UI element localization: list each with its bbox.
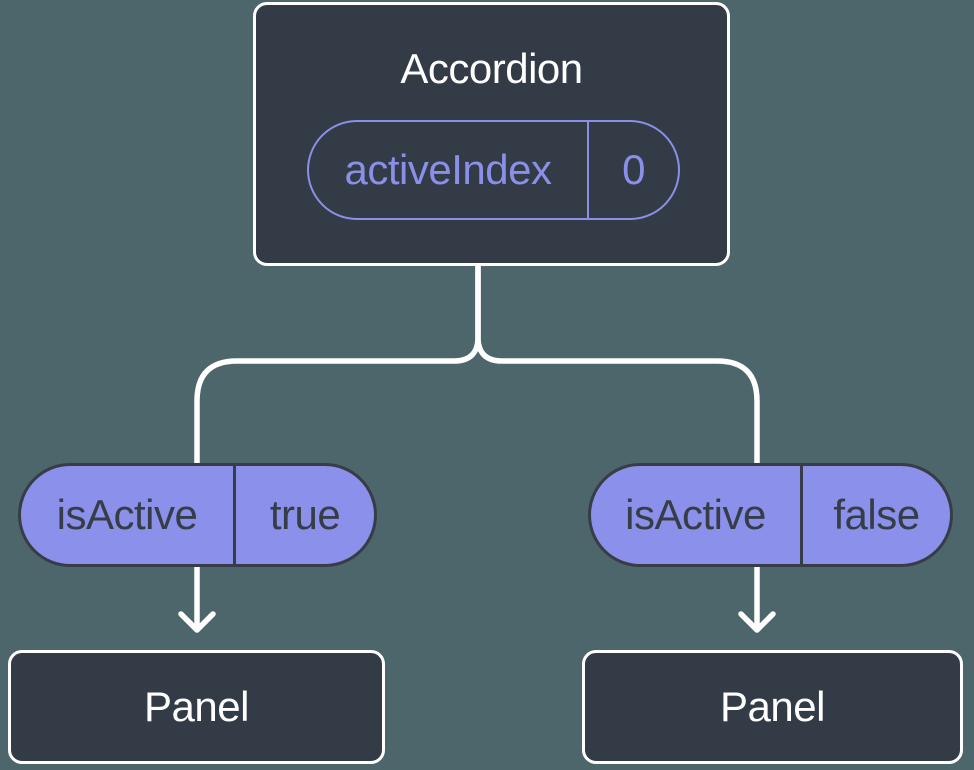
state-name: activeIndex: [309, 122, 589, 218]
branch-right-line: [475, 257, 760, 630]
prop-value: false: [833, 491, 920, 538]
accordion-node: Accordion activeIndex 0: [253, 2, 730, 266]
panel-node-right: Panel: [582, 650, 963, 764]
state-pill: activeIndex 0: [307, 120, 680, 220]
prop-pill-right: isActive false: [588, 463, 953, 567]
panel-node-title: Panel: [144, 683, 249, 730]
prop-pill-left: isActive true: [18, 463, 377, 567]
prop-name: isActive: [21, 466, 236, 564]
arrowhead-right-icon: [738, 611, 776, 633]
arrowhead-left-icon: [178, 611, 216, 633]
state-value: 0: [622, 146, 645, 193]
panel-node-left: Panel: [8, 650, 385, 764]
prop-value: true: [269, 491, 341, 538]
prop-name: isActive: [591, 466, 803, 564]
branch-left-line: [194, 257, 481, 630]
accordion-node-title: Accordion: [400, 45, 583, 92]
panel-node-title: Panel: [720, 683, 825, 730]
